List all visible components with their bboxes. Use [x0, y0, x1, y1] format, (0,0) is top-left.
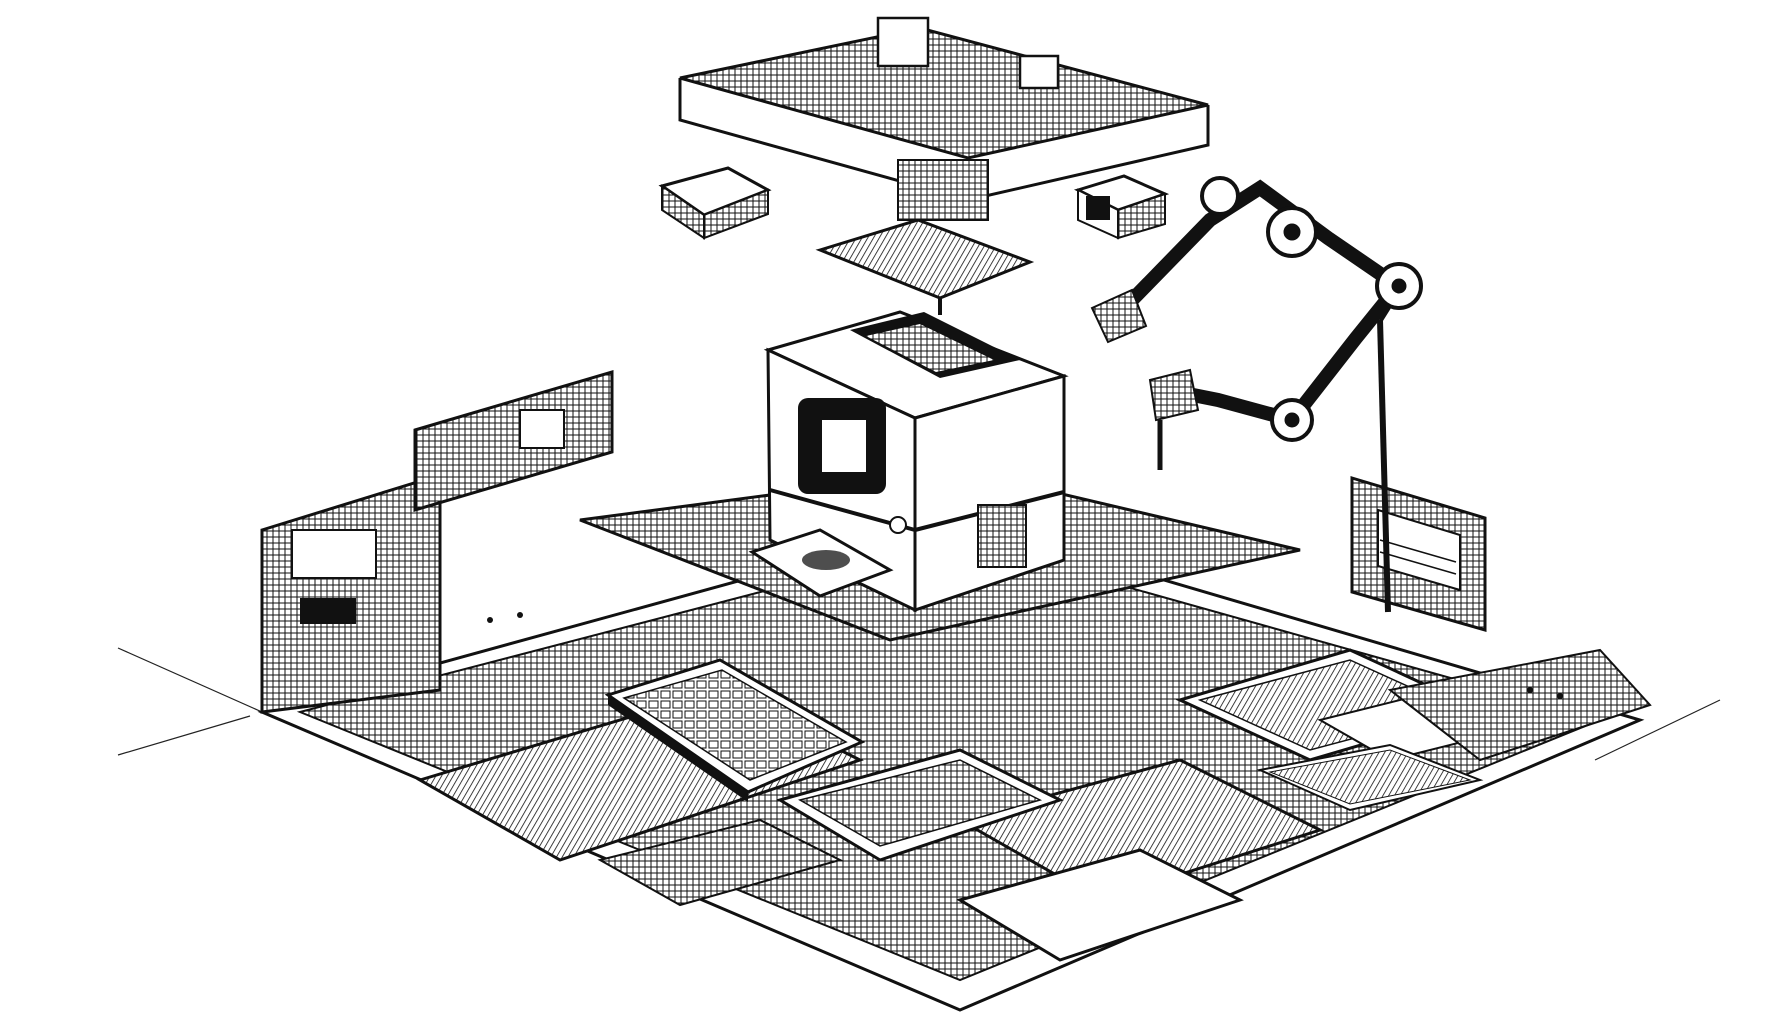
circuit-board-base: [257, 518, 1652, 1012]
robotic-arm: [1090, 176, 1423, 613]
perspective-lines: [117, 647, 1721, 761]
central-printer: [579, 310, 1301, 642]
floating-circuit-platform: [678, 16, 1210, 315]
left-display-panel: [260, 369, 614, 714]
detail-dots: [487, 612, 1563, 699]
right-display-panel: [1350, 475, 1487, 632]
left-camera-module: [658, 166, 772, 240]
keyboard-module: [604, 658, 866, 802]
printer-paper-output: [748, 528, 894, 598]
right-camera-module: [1073, 174, 1170, 240]
